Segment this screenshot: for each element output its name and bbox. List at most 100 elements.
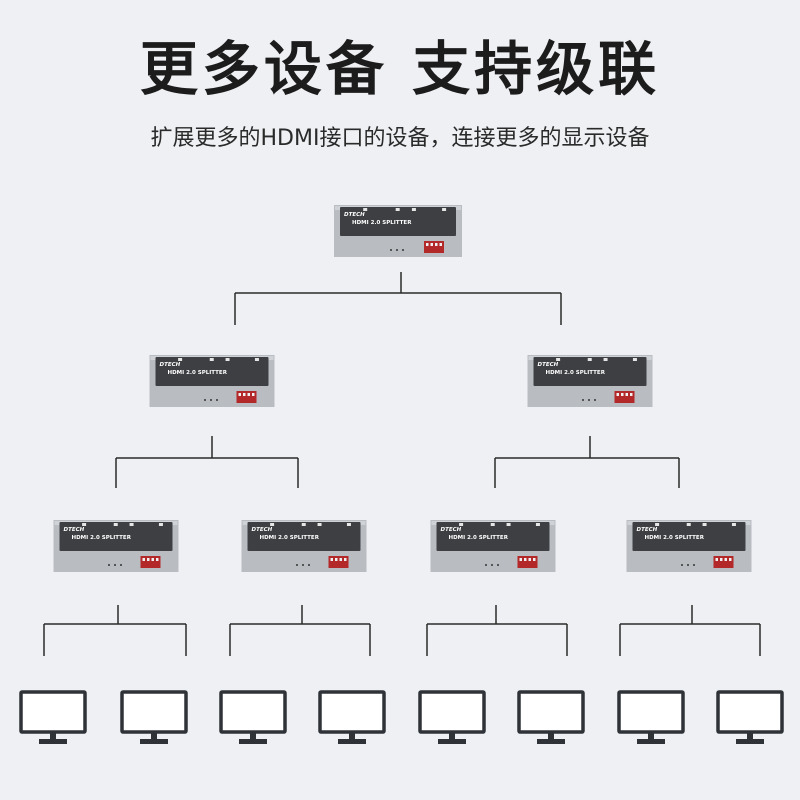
unit-port-notch xyxy=(490,523,495,526)
unit-status-led xyxy=(396,249,398,251)
unit-label-panel xyxy=(436,522,550,551)
unit-label-panel xyxy=(632,522,746,551)
monitor-base xyxy=(736,739,764,744)
unit-dip-key xyxy=(724,558,727,561)
page-subtitle: 扩展更多的HDMI接口的设备，连接更多的显示设备 xyxy=(150,126,650,151)
unit-dip-key xyxy=(147,558,150,561)
unit-status-led xyxy=(681,564,683,566)
monitor-icon xyxy=(318,690,386,744)
monitor-icon xyxy=(219,690,287,744)
unit-port-notch xyxy=(655,523,660,526)
monitor-neck xyxy=(151,733,157,739)
unit-dip-key xyxy=(156,558,159,561)
connector-line xyxy=(229,605,371,656)
unit-port-notch xyxy=(702,523,707,526)
monitor-neck xyxy=(50,733,56,739)
unit-dip-key xyxy=(252,393,255,396)
unit-dip-key xyxy=(616,393,619,396)
unit-status-led xyxy=(402,249,404,251)
unit-port-notch xyxy=(506,523,511,526)
unit-model-text: HDMI 2.0 SPLITTER xyxy=(449,535,509,541)
monitor-base xyxy=(239,739,267,744)
splitter-unit: DTECH HDMI 2.0 SPLITTER xyxy=(626,520,752,572)
unit-dip-key xyxy=(519,558,522,561)
monitor-neck xyxy=(250,733,256,739)
unit-port-notch xyxy=(129,523,134,526)
unit-dip-key xyxy=(426,243,429,246)
monitor-neck xyxy=(548,733,554,739)
unit-dip-key xyxy=(621,393,624,396)
display-monitors xyxy=(19,690,784,744)
unit-port-notch xyxy=(731,523,736,526)
monitor-screen xyxy=(318,690,386,734)
unit-port-notch xyxy=(587,358,592,361)
monitor-base xyxy=(338,739,366,744)
unit-port-notch xyxy=(254,358,259,361)
unit-port-notch xyxy=(442,208,447,211)
unit-dip-key xyxy=(330,558,333,561)
unit-label-panel xyxy=(340,207,456,236)
monitor-icon xyxy=(617,690,685,744)
unit-dip-key xyxy=(335,558,338,561)
unit-dip-key xyxy=(439,243,442,246)
unit-dip-switch xyxy=(236,391,257,403)
unit-port-notch xyxy=(225,358,230,361)
unit-dip-key xyxy=(339,558,342,561)
unit-model-text: HDMI 2.0 SPLITTER xyxy=(168,370,228,376)
monitor-base xyxy=(39,739,67,744)
unit-dip-key xyxy=(238,393,241,396)
monitor-icon xyxy=(517,690,585,744)
unit-dip-key xyxy=(247,393,250,396)
monitor-base xyxy=(140,739,168,744)
unit-model-text: HDMI 2.0 SPLITTER xyxy=(352,220,412,226)
connector-line xyxy=(619,605,761,656)
unit-brand-text: DTECH xyxy=(160,362,181,368)
unit-port-notch xyxy=(535,523,540,526)
unit-port-notch xyxy=(459,523,464,526)
connector-line xyxy=(115,436,299,488)
unit-port-notch xyxy=(209,358,214,361)
unit-port-notch xyxy=(317,523,322,526)
unit-port-notch xyxy=(411,208,416,211)
unit-dip-key xyxy=(630,393,633,396)
unit-status-led xyxy=(210,399,212,401)
unit-status-led xyxy=(588,399,590,401)
connector-line xyxy=(494,436,680,488)
unit-port-notch xyxy=(82,523,87,526)
unit-dip-switch xyxy=(328,556,349,568)
splitter-unit: DTECH HDMI 2.0 SPLITTER xyxy=(334,205,462,257)
monitor-icon xyxy=(120,690,188,744)
unit-port-notch xyxy=(686,523,691,526)
unit-port-notch xyxy=(270,523,275,526)
monitor-screen xyxy=(120,690,188,734)
unit-model-text: HDMI 2.0 SPLITTER xyxy=(546,370,606,376)
unit-dip-key xyxy=(524,558,527,561)
unit-port-notch xyxy=(346,523,351,526)
monitor-icon xyxy=(716,690,784,744)
unit-dip-switch xyxy=(614,391,635,403)
unit-brand-text: DTECH xyxy=(637,527,658,533)
unit-status-led xyxy=(491,564,493,566)
unit-label-panel xyxy=(247,522,361,551)
unit-dip-key xyxy=(729,558,732,561)
unit-dip-key xyxy=(720,558,723,561)
unit-status-led xyxy=(296,564,298,566)
monitor-base xyxy=(537,739,565,744)
unit-brand-text: DTECH xyxy=(344,212,365,218)
unit-dip-key xyxy=(344,558,347,561)
unit-dip-switch xyxy=(424,241,444,253)
unit-port-notch xyxy=(632,358,637,361)
unit-brand-text: DTECH xyxy=(252,527,273,533)
unit-status-led xyxy=(204,399,206,401)
unit-status-led xyxy=(485,564,487,566)
unit-port-notch xyxy=(363,208,368,211)
unit-status-led xyxy=(120,564,122,566)
unit-brand-text: DTECH xyxy=(64,527,85,533)
unit-model-text: HDMI 2.0 SPLITTER xyxy=(645,535,705,541)
unit-dip-key xyxy=(142,558,145,561)
connector-line xyxy=(234,272,562,325)
